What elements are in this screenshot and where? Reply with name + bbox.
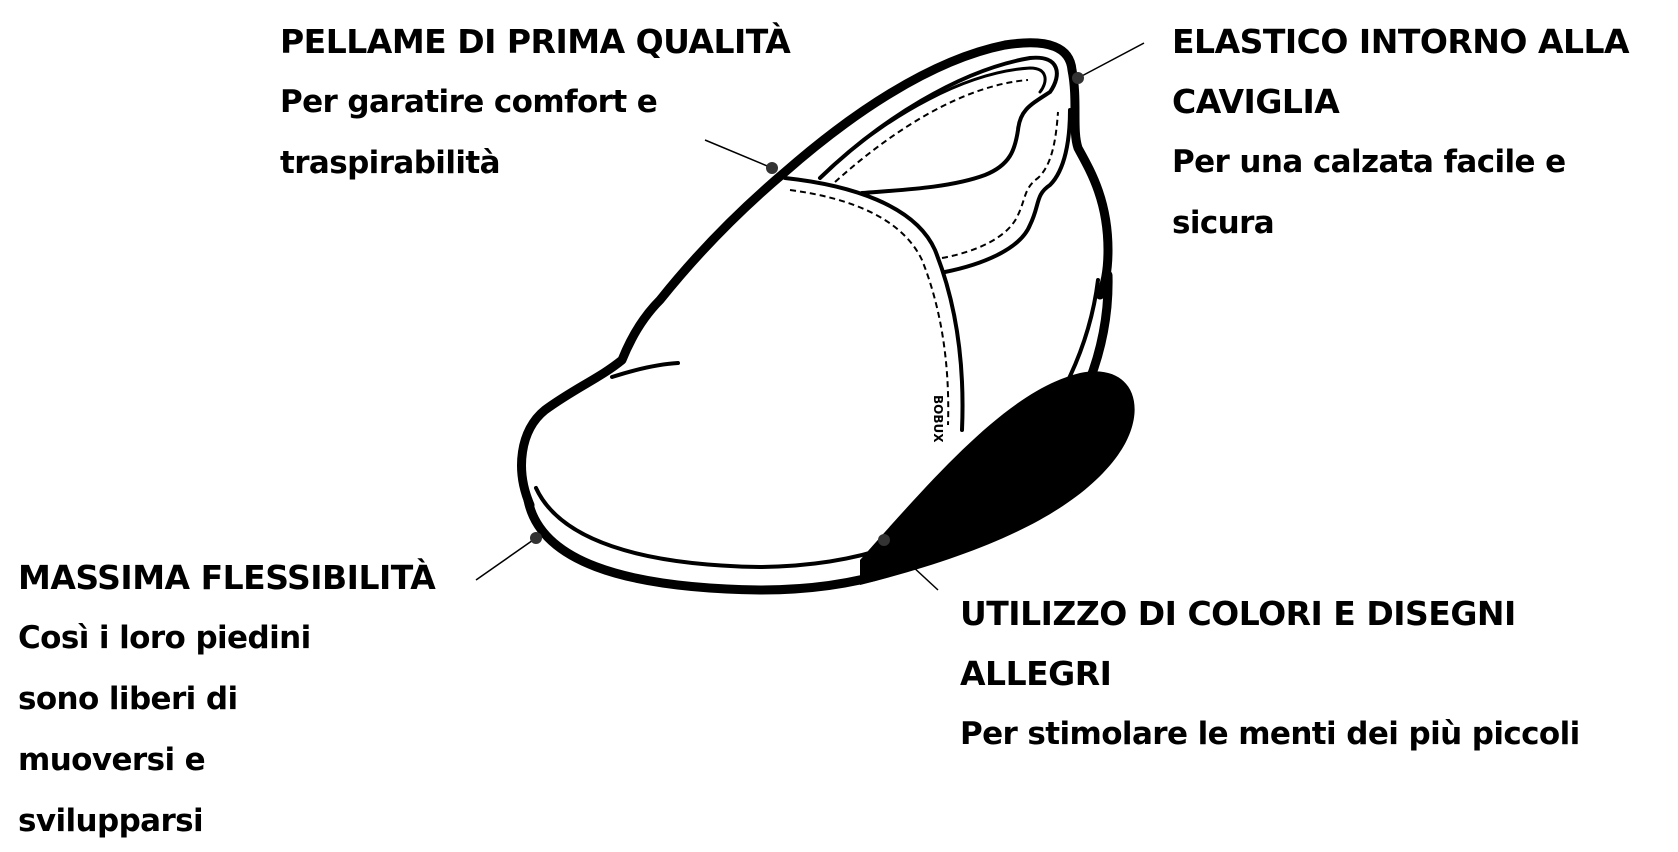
leader-line-flexibility xyxy=(475,537,537,581)
shoe-collar-outer xyxy=(818,55,1059,195)
shoe-diagram: BOBUX xyxy=(475,38,1145,595)
shoe-heel-counter xyxy=(943,108,1072,274)
callout-colors: UTILIZZO DI COLORI E DISEGNI ALLEGRI Per… xyxy=(960,584,1660,765)
callout-flexibility-description: Così i loro piedini sono liberi di muove… xyxy=(18,620,311,839)
leader-line-colors xyxy=(883,539,939,591)
callout-flexibility-title: MASSIMA FLESSIBILITÀ xyxy=(18,558,436,597)
callout-leather-description: Per garatire comfort e traspirabilità xyxy=(280,84,658,181)
shoe-brand-label: BOBUX xyxy=(931,395,945,443)
shoe-collar-inner xyxy=(828,66,1047,170)
callout-leather-title: PELLAME DI PRIMA QUALITÀ xyxy=(280,22,791,61)
callout-colors-description: Per stimolare le menti dei più piccoli xyxy=(960,716,1580,752)
shoe-sole-outline xyxy=(523,270,1113,595)
marker-dot-elastic xyxy=(1072,72,1084,84)
callout-colors-title: UTILIZZO DI COLORI E DISEGNI ALLEGRI xyxy=(960,594,1516,693)
callout-elastic: ELASTICO INTORNO ALLA CAVIGLIA Per una c… xyxy=(1172,12,1672,254)
callout-flexibility: MASSIMA FLESSIBILITÀ Così i loro piedini… xyxy=(18,548,478,852)
marker-dot-colors xyxy=(878,534,890,546)
shoe-heel-stitching xyxy=(941,111,1059,259)
marker-dot-leather xyxy=(766,162,778,174)
shoe-toe-crease xyxy=(610,361,680,379)
marker-dot-flexibility xyxy=(530,532,542,544)
callout-leather: PELLAME DI PRIMA QUALITÀ Per garatire co… xyxy=(280,12,860,194)
callout-elastic-description: Per una calzata facile e sicura xyxy=(1172,144,1566,241)
leader-line-leather xyxy=(704,139,773,169)
leader-line-elastic xyxy=(1077,42,1145,79)
shoe-vamp-stitching xyxy=(789,189,950,426)
shoe-collar-stitching xyxy=(834,79,1029,183)
shoe-vamp-seam xyxy=(783,176,965,432)
shoe-sole-inner xyxy=(534,278,1100,570)
callout-elastic-title: ELASTICO INTORNO ALLA CAVIGLIA xyxy=(1172,22,1630,121)
shoe-upper-outline xyxy=(517,38,1113,510)
